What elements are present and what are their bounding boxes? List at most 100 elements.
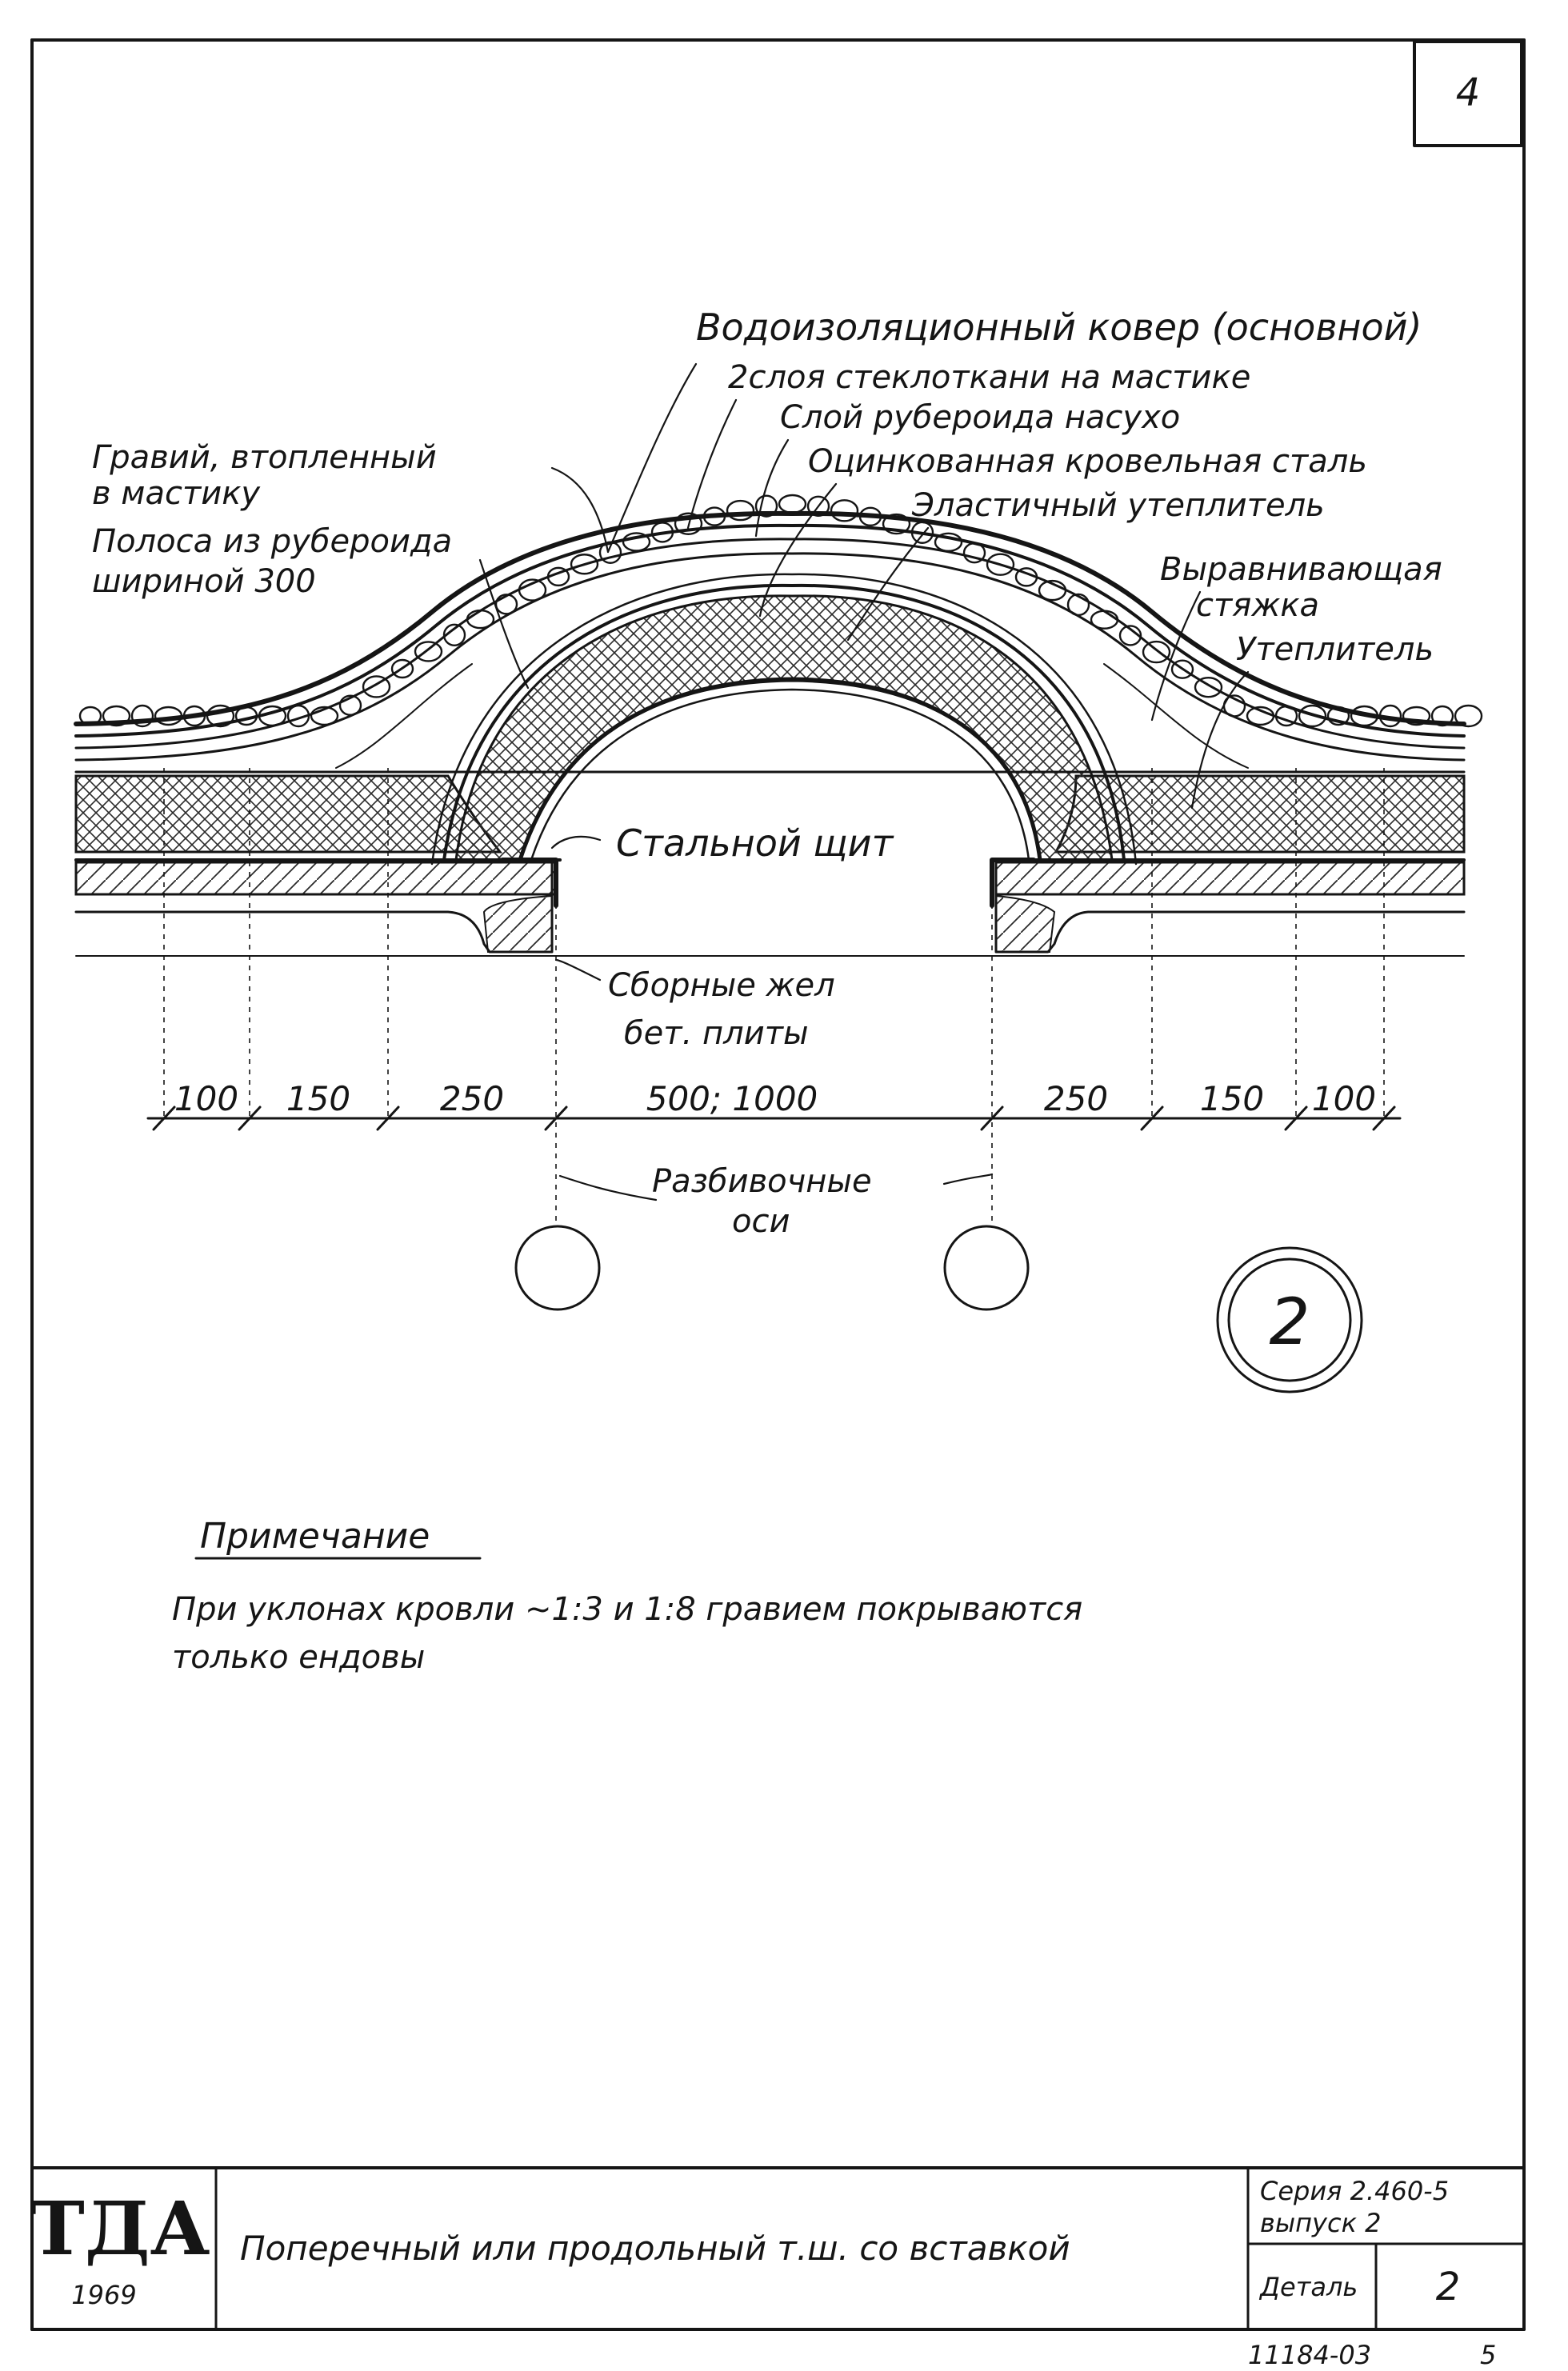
gravel-stone <box>286 704 310 728</box>
reference-lines <box>163 768 1385 1224</box>
gravel-stone <box>1170 659 1194 679</box>
gravel-stone <box>546 566 570 587</box>
gravel-stone <box>414 641 443 662</box>
gravel-stone <box>882 513 911 535</box>
dim-500-1000: 500; 1000 <box>646 1079 818 1118</box>
label-ruberoid-dry: Слой рубероида насухо <box>780 399 1180 436</box>
steel-shield <box>518 678 1042 862</box>
gravel-stone <box>206 704 235 728</box>
detail-number: 2 <box>1436 2265 1461 2309</box>
gravel-stone <box>934 532 963 553</box>
gravel-stone <box>1246 706 1275 726</box>
gravel-stone <box>1090 610 1119 630</box>
axis-markers <box>514 1225 1030 1311</box>
sheet-number: 4 <box>1456 70 1481 115</box>
gravel-stone <box>362 675 391 698</box>
gravel-stone <box>1194 676 1223 698</box>
gravel-stone <box>1378 704 1402 728</box>
steel-shield-inner <box>530 688 1030 862</box>
gravel-stone <box>570 554 599 575</box>
detail-marker-number: 2 <box>1270 1285 1310 1359</box>
waterproof-layer-extra <box>335 663 473 769</box>
gravel-stone <box>674 512 703 535</box>
label-insulation: Утеплитель <box>1236 631 1434 668</box>
detail-marker: 2 <box>1216 1246 1363 1393</box>
label-axes-2: оси <box>732 1203 790 1240</box>
gravel-stone <box>1274 705 1298 727</box>
sheet-frame <box>30 38 1526 2331</box>
gravel-stone <box>466 609 495 630</box>
page-number: 5 <box>1480 2340 1496 2370</box>
gravel-stone <box>1402 706 1431 726</box>
sheet-number-box: 4 <box>1413 40 1523 147</box>
gravel-stone <box>910 521 934 544</box>
gravel-stone <box>986 553 1015 576</box>
stamp-tda: ТДА <box>30 2185 210 2272</box>
gravel-stone <box>1326 706 1350 726</box>
gravel-stone <box>130 704 154 728</box>
label-waterproof-1: Водоизоляционный ковер (основной) <box>696 306 1422 349</box>
gravel-stone <box>1298 704 1327 728</box>
gravel-stone <box>182 705 206 727</box>
gravel-stone <box>830 499 859 522</box>
gravel-stone <box>598 541 622 564</box>
leader-lines <box>478 362 1250 1201</box>
label-waterproof-2: 2слоя стеклоткани на мастике <box>728 359 1250 396</box>
label-axes-1: Разбивочные <box>652 1163 872 1200</box>
dim-150-left: 150 <box>286 1079 350 1118</box>
drawing-title: Поперечный или продольный т.ш. со вставк… <box>240 2229 1070 2268</box>
gravel-stone <box>1350 705 1379 727</box>
galvanized-steel <box>442 583 1126 862</box>
gravel-layer <box>78 494 1483 728</box>
dim-250-right: 250 <box>1044 1079 1108 1118</box>
title-block: ТДА 1969 Поперечный или продольный т.ш. … <box>30 2166 1526 2331</box>
dimension-ticks <box>152 1106 1396 1131</box>
gravel-stone <box>1038 579 1067 602</box>
label-slabs-2: бет. плиты <box>624 1015 809 1052</box>
gravel-stone <box>390 658 414 679</box>
labels: Водоизоляционный ковер (основной) 2слоя … <box>92 306 1442 1240</box>
label-elastic-insulation: Эластичный утеплитель <box>911 487 1325 524</box>
label-leveling-1: Выравнивающая <box>1160 551 1442 588</box>
gravel-stone <box>962 542 986 564</box>
gravel-stone <box>1430 705 1454 727</box>
label-strip-2: шириной 300 <box>92 563 316 600</box>
gravel-stone <box>1066 593 1090 617</box>
label-gravel-1: Гравий, втопленный <box>92 439 437 476</box>
gravel-stone <box>806 495 830 517</box>
gravel-stone <box>442 623 466 647</box>
roof-section <box>74 494 1483 1224</box>
dim-150-right: 150 <box>1200 1079 1264 1118</box>
label-steel-shield: Стальной щит <box>616 822 894 865</box>
gravel-stone <box>494 594 518 615</box>
gravel-stone <box>622 532 651 552</box>
gravel-stone <box>858 506 882 527</box>
precast-slabs <box>74 858 1466 957</box>
gravel-stone <box>518 578 547 602</box>
gravel-stone <box>102 705 131 727</box>
gravel-stone <box>726 499 755 522</box>
gravel-stone <box>234 706 258 726</box>
label-galvanized-steel: Оцинкованная кровельная сталь <box>808 443 1367 480</box>
gravel-stone <box>778 494 807 514</box>
gravel-stone <box>78 706 102 726</box>
dim-250-left: 250 <box>440 1079 504 1118</box>
label-strip-1: Полоса из рубероида <box>92 523 452 560</box>
fiberglass-layer-2 <box>74 523 1466 738</box>
dimension-chain: 100 150 250 500; 1000 250 150 100 <box>146 1079 1402 1131</box>
axis-circle-left <box>514 1225 601 1311</box>
note-line-1: При уклонах кровли ~1:3 и 1:8 гравием по… <box>172 1591 1082 1628</box>
note-line-2: только ендовы <box>172 1639 425 1676</box>
series-label: Серия 2.460-5 <box>1260 2176 1449 2206</box>
gravel-stone <box>310 706 339 726</box>
gravel-stone <box>754 494 778 518</box>
dim-100-left: 100 <box>174 1079 238 1118</box>
label-gravel-2: в мастику <box>92 475 261 512</box>
gravel-stone <box>1118 625 1142 646</box>
label-leveling-2: стяжка <box>1196 587 1319 624</box>
stamp-year: 1969 <box>71 2280 136 2310</box>
gravel-stone <box>1142 640 1171 664</box>
archive-code: 11184-03 <box>1248 2340 1371 2370</box>
label-slabs-1: Сборные жел <box>608 967 835 1004</box>
